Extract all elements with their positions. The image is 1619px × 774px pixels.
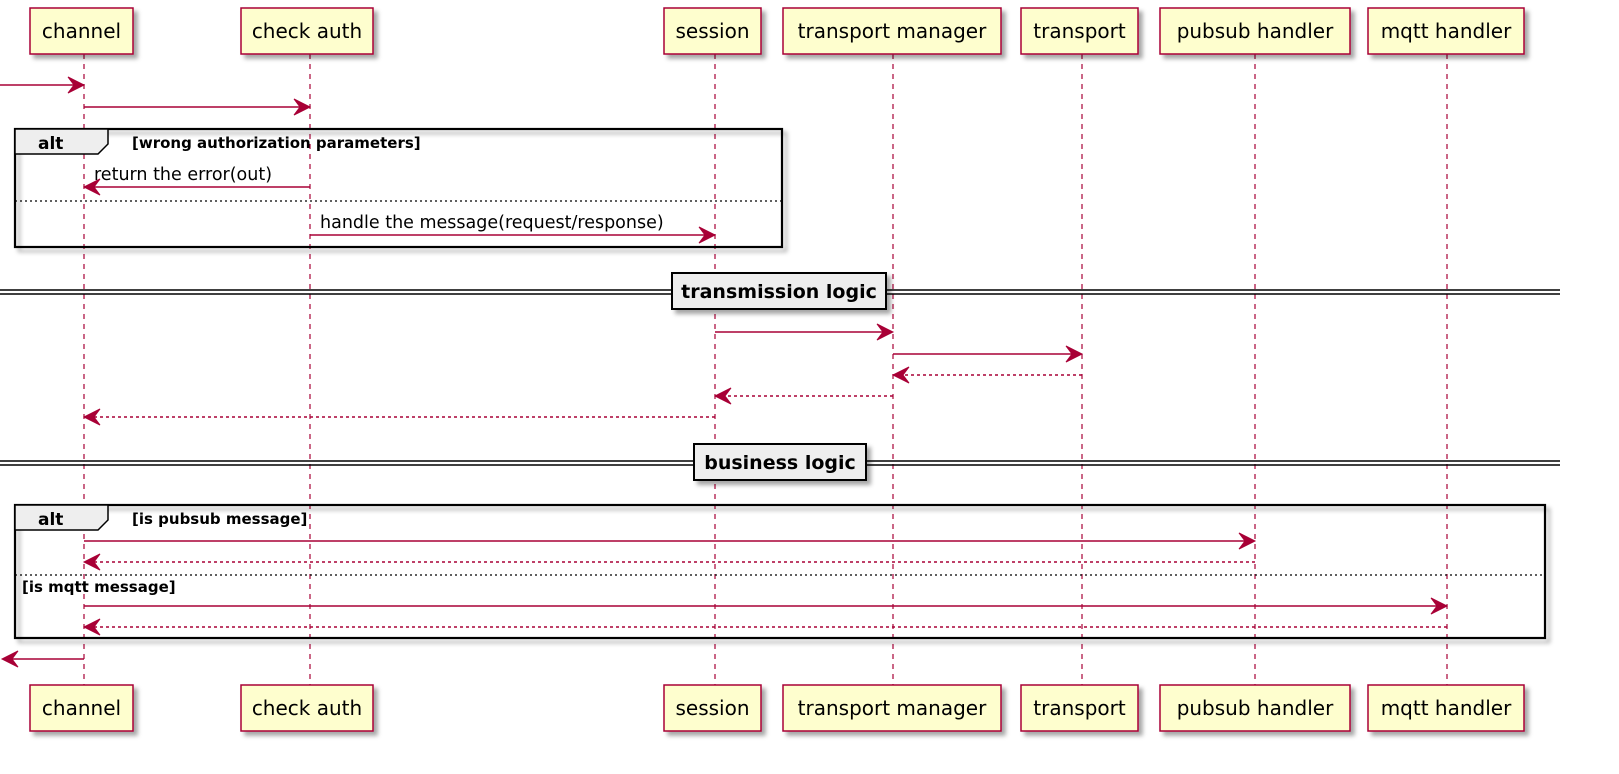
participant-box (1159, 7, 1351, 55)
message-9 (82, 408, 715, 426)
participant-box (1367, 684, 1525, 732)
participant-transport-manager-top: transport manager (782, 7, 1002, 55)
message-3: return the error(out) (82, 165, 310, 196)
participant-box (29, 7, 134, 55)
participant-channel-bottom: channel (29, 684, 134, 732)
participant-label: pubsub handler (1177, 696, 1334, 720)
divider-label: business logic (704, 452, 856, 474)
fragment-frame (13, 503, 1547, 640)
participant-channel-top: channel (29, 7, 134, 55)
participant-session-bottom: session (663, 684, 762, 732)
message-5 (715, 323, 895, 341)
divider-box (693, 443, 867, 481)
message-arrowhead (67, 76, 86, 94)
divider-box (671, 272, 887, 310)
message-arrowhead (82, 618, 101, 636)
fragment-keyword: alt (38, 510, 63, 530)
message-arrowhead (82, 408, 101, 426)
fragment-guard: [is mqtt message] (22, 578, 176, 596)
fragment-tab (14, 128, 109, 155)
participant-box (1020, 7, 1139, 55)
participant-transport-bottom: transport (1020, 684, 1139, 732)
participant-label: check auth (252, 696, 362, 720)
participant-label: session (675, 696, 749, 720)
message-1 (0, 76, 86, 94)
fragment-keyword: alt (38, 134, 63, 154)
participant-pubsub-handler-bottom: pubsub handler (1159, 684, 1351, 732)
message-12 (84, 597, 1449, 615)
divider-label: transmission logic (681, 281, 877, 303)
participant-box (782, 684, 1002, 732)
participant-check-auth-bottom: check auth (240, 684, 374, 732)
fragment-guard: [wrong authorization parameters] (132, 134, 421, 152)
participant-label: check auth (252, 19, 362, 43)
participant-box (782, 7, 1002, 55)
message-14 (0, 650, 84, 668)
participant-label: channel (42, 696, 121, 720)
message-arrowhead (1238, 532, 1257, 550)
message-arrowhead (82, 553, 101, 571)
message-arrowhead (0, 650, 19, 668)
message-arrowhead (713, 387, 732, 405)
message-8 (713, 387, 893, 405)
participant-label: mqtt handler (1381, 696, 1512, 720)
participant-label: channel (42, 19, 121, 43)
participant-label: transport (1033, 19, 1126, 43)
participant-check-auth-top: check auth (240, 7, 374, 55)
participant-mqtt-handler-top: mqtt handler (1367, 7, 1525, 55)
message-arrowhead (82, 178, 101, 196)
participant-box (663, 684, 762, 732)
participant-box (240, 7, 374, 55)
fragment-frame (13, 127, 784, 249)
participant-pubsub-handler-top: pubsub handler (1159, 7, 1351, 55)
participant-box (1367, 7, 1525, 55)
participant-label: pubsub handler (1177, 19, 1334, 43)
message-7 (891, 366, 1082, 384)
alt-fragment-1: alt [wrong authorization parameters] (13, 127, 784, 249)
section-divider-2: business logic (0, 443, 1560, 481)
message-arrowhead (698, 226, 717, 244)
fragment-tab (14, 504, 109, 531)
fragment-guard: [is pubsub message] (132, 510, 307, 528)
message-6 (893, 345, 1084, 363)
message-arrowhead (293, 98, 312, 116)
participant-label: transport manager (798, 19, 987, 43)
participant-box (663, 7, 762, 55)
message-11 (82, 553, 1255, 571)
participant-box (29, 684, 134, 732)
message-arrowhead (1065, 345, 1084, 363)
participant-transport-manager-bottom: transport manager (782, 684, 1002, 732)
participant-transport-top: transport (1020, 7, 1139, 55)
alt-fragment-2: alt [is pubsub message] [is mqtt message] (13, 503, 1547, 640)
participant-label: mqtt handler (1381, 19, 1512, 43)
participant-label: transport manager (798, 696, 987, 720)
message-2 (84, 98, 312, 116)
message-arrowhead (876, 323, 895, 341)
section-divider-1: transmission logic (0, 272, 1560, 310)
message-arrowhead (891, 366, 910, 384)
message-4: handle the message(request/response) (310, 213, 717, 244)
participant-session-top: session (663, 7, 762, 55)
participant-label: session (675, 19, 749, 43)
participant-box (1159, 684, 1351, 732)
participant-label: transport (1033, 696, 1126, 720)
participant-mqtt-handler-bottom: mqtt handler (1367, 684, 1525, 732)
message-10 (84, 532, 1257, 550)
message-label: return the error(out) (94, 165, 272, 185)
participant-box (1020, 684, 1139, 732)
message-label: handle the message(request/response) (320, 213, 664, 233)
participant-box (240, 684, 374, 732)
message-arrowhead (1430, 597, 1449, 615)
message-13 (82, 618, 1447, 636)
